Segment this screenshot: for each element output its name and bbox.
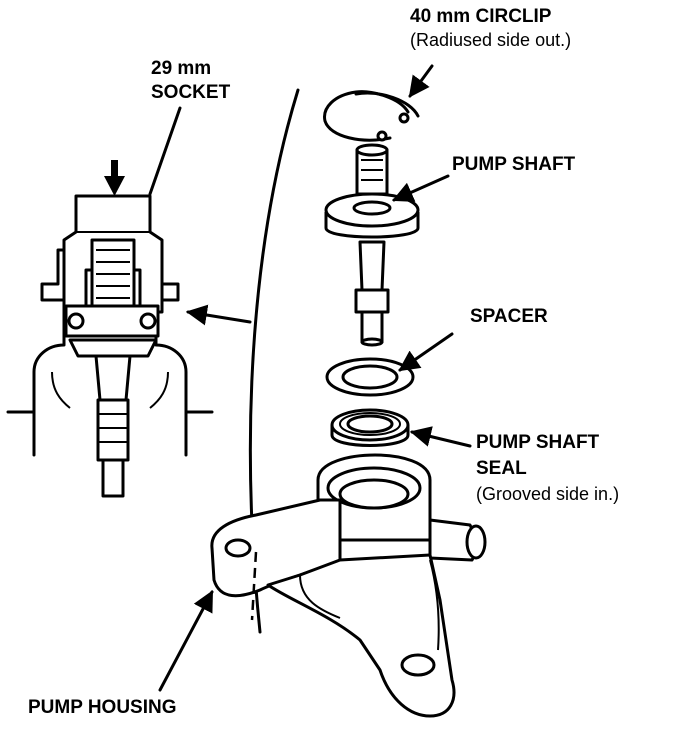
pump-shaft (324, 143, 420, 347)
spacer-label: SPACER (470, 306, 548, 327)
circlip-40mm (323, 90, 420, 142)
socket-label: SOCKET (151, 82, 231, 103)
pump-housing-label: PUMP HOUSING (28, 697, 177, 718)
socket-press-detail (6, 160, 214, 498)
circlip-label: 40 mm CIRCLIP (410, 6, 552, 27)
spacer (325, 357, 415, 397)
pump-shaft-label: PUMP SHAFT (452, 154, 576, 175)
pump-shaft-seal-label: PUMP SHAFT (476, 432, 600, 453)
pump-shaft-seal-label-2: SEAL (476, 458, 527, 479)
pump-housing-part (210, 453, 487, 718)
pump-shaft-seal (330, 408, 410, 447)
circlip-note: (Radiused side out.) (410, 30, 572, 50)
pump-shaft-seal-note: (Grooved side in.) (476, 484, 620, 504)
socket-size-label: 29 mm (151, 58, 212, 79)
